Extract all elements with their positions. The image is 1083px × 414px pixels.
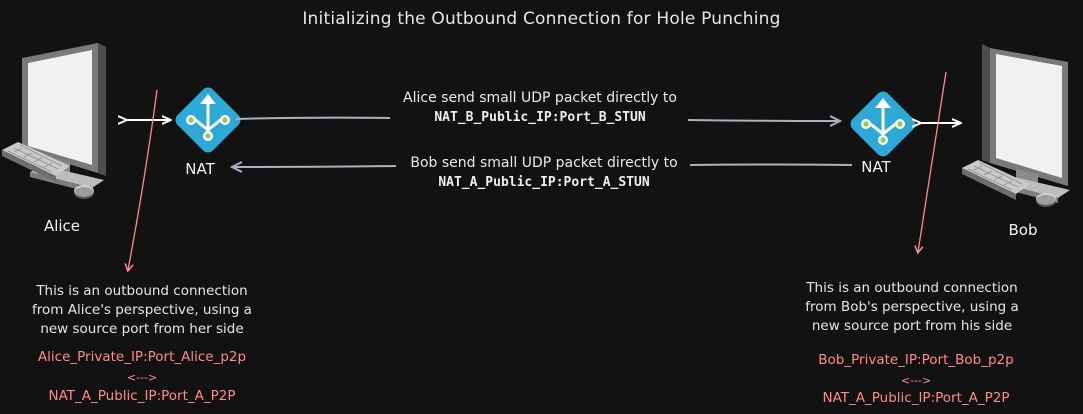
left-nat-label: NAT [185,160,215,178]
left-computer-icon [2,43,106,199]
bob-note-line: This is an outbound connection [806,280,1018,296]
right-nat-label: NAT [861,158,891,176]
alice-annotation-pointer [128,89,158,270]
bob-note-line: new source port from his side [811,318,1013,334]
right-nat-icon [850,91,916,157]
alice-to-bob-target: NAT_B_Public_IP:Port_B_STUN [434,110,646,125]
alice-to-bob-message: Alice send small UDP packet directly to [403,90,677,106]
alice-note: This is an outbound connection from Alic… [2,282,282,339]
bob-private-address: Bob_Private_IP:Port_Bob_p2p [818,352,1014,368]
bob-label: Bob [1008,221,1038,239]
bob-annotation-pointer [918,71,947,252]
bob-address-swap: <---> [900,374,932,387]
alice-private-address: Alice_Private_IP:Port_Alice_p2p [37,349,247,365]
alice-label: Alice [43,217,81,235]
alice-note-line: This is an outbound connection [36,283,248,299]
right-computer-icon [962,44,1070,207]
bob-to-alice-arrow [232,165,853,168]
left-nat-icon [175,87,241,153]
alice-to-bob-arrow [235,118,840,121]
bob-note-line: from Bob's perspective, using a [805,299,1019,315]
diagram-title: Initializing the Outbound Connection for… [302,9,781,29]
bob-public-address: NAT_A_Public_IP:Port_A_P2P [822,390,1010,406]
bob-to-alice-target: NAT_A_Public_IP:Port_A_STUN [438,175,650,190]
alice-address-swap: <---> [126,371,158,384]
alice-note-line: new source port from her side [40,321,244,337]
alice-public-address: NAT_A_Public_IP:Port_A_P2P [48,388,236,404]
alice-note-line: from Alice's perspective, using a [32,302,252,318]
bob-note: This is an outbound connection from Bob'… [772,279,1052,336]
bob-to-alice-message: Bob send small UDP packet directly to [410,155,678,171]
